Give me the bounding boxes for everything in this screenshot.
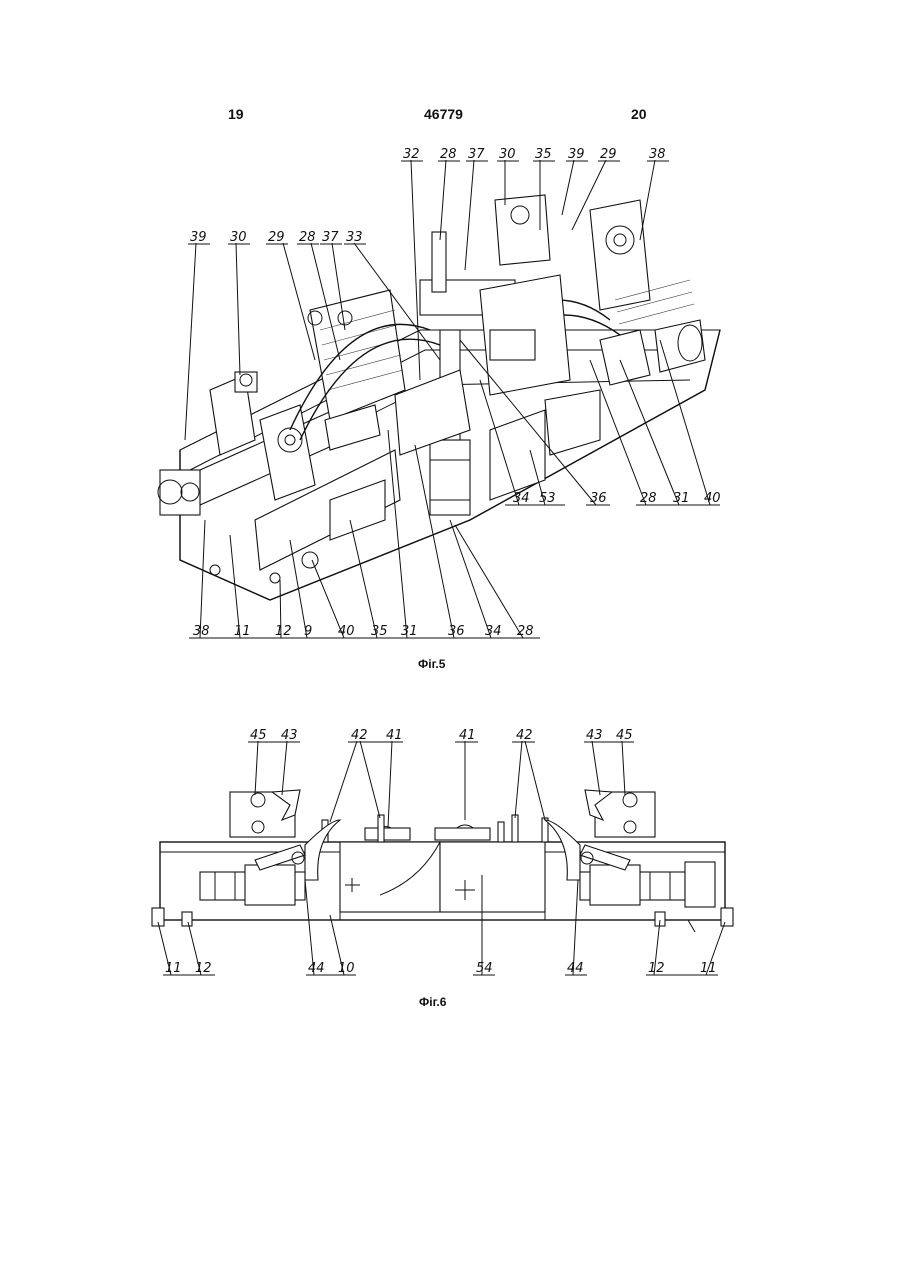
fig5-label-top: 29 <box>600 147 617 162</box>
fig5-label-top: 39 <box>190 230 207 245</box>
fig5-label-bottom: 12 <box>275 624 292 639</box>
fig5-label-right: 53 <box>539 491 556 506</box>
figure6-drawing <box>152 741 733 975</box>
fig5-label-bottom: 9 <box>304 624 312 639</box>
fig5-label-top: 37 <box>468 147 485 162</box>
fig6-label-top: 43 <box>281 728 298 743</box>
figure5-caption: Фіг.5 <box>418 657 445 671</box>
fig5-label-right: 34 <box>513 491 530 506</box>
figure6-caption: Фіг.6 <box>419 995 446 1009</box>
fig6-label-bottom: 12 <box>195 961 212 976</box>
fig5-label-right: 31 <box>673 491 690 506</box>
fig5-label-top: 29 <box>268 230 285 245</box>
fig5-label-right: 40 <box>704 491 721 506</box>
fig5-label-top: 35 <box>535 147 552 162</box>
fig5-label-top: 37 <box>322 230 339 245</box>
fig5-label-bottom: 31 <box>401 624 418 639</box>
fig6-label-top: 41 <box>386 728 403 743</box>
fig5-label-top: 39 <box>568 147 585 162</box>
fig6-label-top: 41 <box>459 728 476 743</box>
fig5-label-top: 33 <box>346 230 363 245</box>
fig5-label-bottom: 11 <box>234 624 251 639</box>
fig6-label-bottom: 54 <box>476 961 493 976</box>
fig5-label-bottom: 38 <box>193 624 210 639</box>
fig5-label-top: 28 <box>440 147 457 162</box>
fig6-label-bottom: 44 <box>567 961 584 976</box>
fig5-label-bottom: 40 <box>338 624 355 639</box>
fig5-label-bottom: 36 <box>448 624 465 639</box>
fig6-label-bottom: 11 <box>700 961 717 976</box>
fig5-label-top: 30 <box>499 147 516 162</box>
fig5-label-bottom: 35 <box>371 624 388 639</box>
fig5-label-top: 32 <box>403 147 420 162</box>
fig6-label-top: 42 <box>516 728 533 743</box>
fig6-label-top: 43 <box>586 728 603 743</box>
fig6-label-top: 45 <box>616 728 633 743</box>
fig5-label-top: 30 <box>230 230 247 245</box>
fig6-label-top: 42 <box>351 728 368 743</box>
fig6-label-top: 45 <box>250 728 267 743</box>
fig5-label-right: 28 <box>640 491 657 506</box>
fig5-label-bottom: 34 <box>485 624 502 639</box>
fig6-label-bottom: 11 <box>165 961 182 976</box>
fig5-label-top: 28 <box>299 230 316 245</box>
fig6-label-bottom: 10 <box>338 961 355 976</box>
fig5-label-bottom: 28 <box>517 624 534 639</box>
fig5-label-top: 38 <box>649 147 666 162</box>
fig5-label-right: 36 <box>590 491 607 506</box>
fig6-label-bottom: 44 <box>308 961 325 976</box>
fig6-label-bottom: 12 <box>648 961 665 976</box>
